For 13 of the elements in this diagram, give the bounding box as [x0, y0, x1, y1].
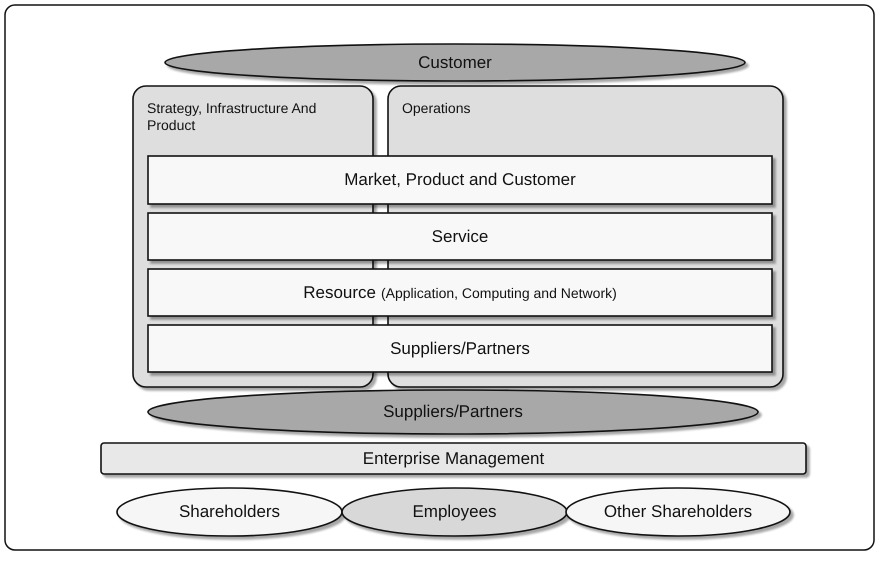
layer-label: Market, Product and Customer — [344, 170, 576, 190]
layer-label: Resource — [303, 282, 376, 302]
layer-label: Suppliers/Partners — [383, 402, 523, 422]
layer-label: Service — [432, 226, 488, 246]
layer-label: Suppliers/Partners — [390, 338, 530, 358]
panel-heading: Strategy, Infrastructure And Product — [147, 100, 317, 134]
layer-label: Shareholders — [178, 502, 280, 522]
layer-note: (Application, Computing and Network) — [380, 284, 617, 300]
layer-label: Enterprise Management — [362, 448, 544, 468]
layer-label: Other Shareholders — [604, 502, 752, 522]
layer-label: Employees — [412, 502, 497, 522]
panel-heading: Operations — [402, 100, 472, 117]
layer-label: Customer — [418, 52, 492, 72]
